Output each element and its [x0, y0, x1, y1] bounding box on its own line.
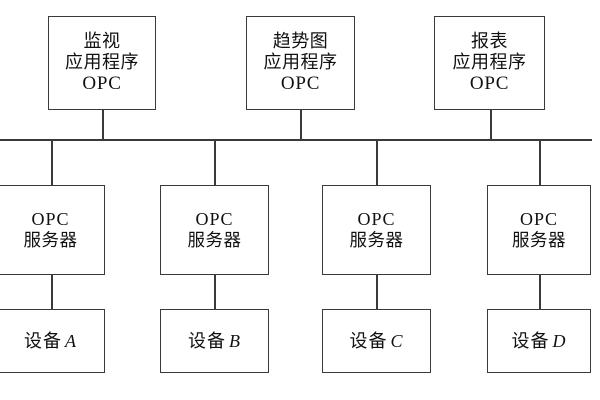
application-node-trend-line-2: 应用程序: [263, 51, 338, 72]
opc-server-node-c-line-2: 服务器: [349, 230, 404, 251]
connector-server-a-to-device-a: [51, 274, 53, 310]
device-node-b-name: 设备: [188, 330, 226, 351]
opc-server-node-d-line-1: OPC: [519, 209, 558, 230]
device-node-a-name: 设备: [24, 330, 62, 351]
connector-app-trend-to-bus: [300, 110, 302, 140]
network-bus: [0, 139, 592, 141]
opc-server-node-c-line-1: OPC: [357, 209, 396, 230]
application-node-report[interactable]: 报表 应用程序 OPC: [434, 16, 545, 110]
application-node-report-line-2: 应用程序: [452, 51, 527, 72]
connector-app-monitor-to-bus: [102, 110, 104, 140]
connector-server-c-to-device-c: [376, 274, 378, 310]
opc-server-node-b-line-1: OPC: [195, 209, 234, 230]
connector-bus-to-server-b: [214, 139, 216, 186]
application-node-trend-line-3: OPC: [280, 72, 321, 94]
opc-server-node-d[interactable]: OPC 服务器: [487, 185, 591, 275]
device-node-b-tag: B: [229, 330, 241, 351]
opc-server-node-b-line-2: 服务器: [187, 230, 242, 251]
connector-bus-to-server-d: [539, 139, 541, 186]
device-node-d-name: 设备: [511, 330, 550, 351]
opc-server-node-a-line-1: OPC: [31, 209, 70, 230]
application-node-monitor[interactable]: 监视 应用程序 OPC: [48, 16, 156, 110]
connector-app-report-to-bus: [490, 110, 492, 140]
connector-bus-to-server-a: [51, 139, 53, 186]
opc-server-node-a[interactable]: OPC 服务器: [0, 185, 105, 275]
application-node-trend[interactable]: 趋势图 应用程序 OPC: [246, 16, 355, 110]
opc-server-node-a-line-2: 服务器: [23, 230, 78, 251]
opc-server-node-c[interactable]: OPC 服务器: [322, 185, 431, 275]
opc-server-node-b[interactable]: OPC 服务器: [160, 185, 269, 275]
application-node-report-line-1: 报表: [471, 31, 508, 52]
connector-bus-to-server-c: [376, 139, 378, 186]
device-node-d-tag: D: [552, 330, 567, 351]
application-node-monitor-line-3: OPC: [82, 72, 122, 94]
application-node-report-line-3: OPC: [469, 72, 510, 94]
device-node-a-tag: A: [65, 330, 77, 351]
application-node-monitor-line-1: 监视: [83, 31, 121, 52]
opc-server-node-d-line-2: 服务器: [512, 230, 566, 251]
application-node-monitor-line-2: 应用程序: [65, 51, 139, 72]
application-node-trend-line-1: 趋势图: [272, 31, 329, 52]
connector-server-d-to-device-d: [539, 274, 541, 310]
device-node-c-name: 设备: [349, 330, 388, 351]
connector-server-b-to-device-b: [214, 274, 216, 310]
device-node-c-tag: C: [390, 330, 404, 351]
